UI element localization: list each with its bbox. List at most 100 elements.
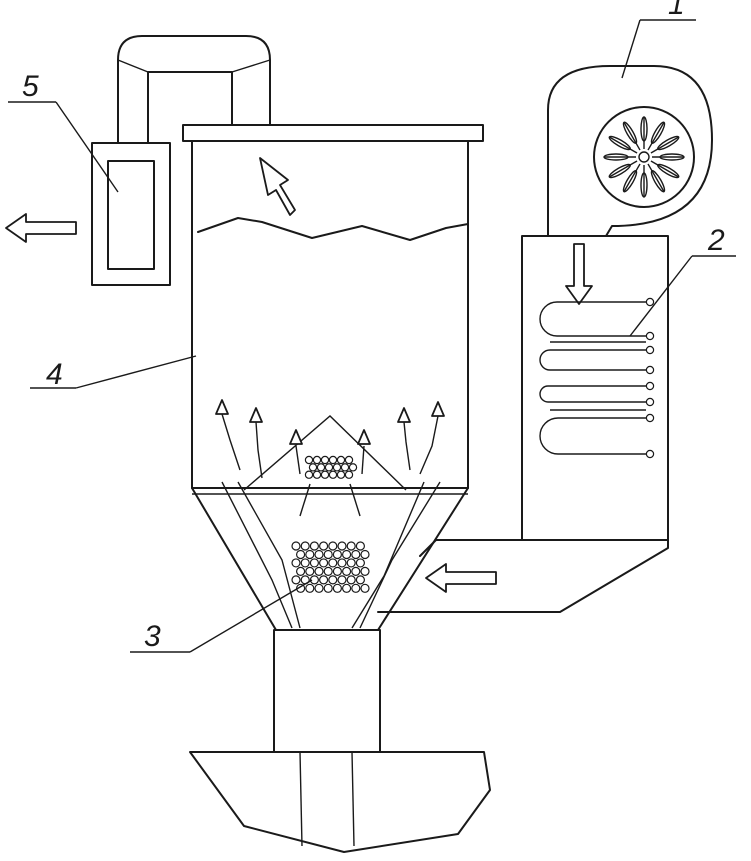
discharge-pipe (273, 629, 381, 753)
label-fan: 1 (668, 0, 685, 21)
ball-icon (340, 463, 350, 472)
air-arrow-icon (397, 407, 411, 423)
exhaust-duct-inner (147, 71, 233, 144)
fan-blade (647, 163, 665, 192)
fan-blade (623, 122, 641, 151)
ball-icon (337, 541, 347, 551)
ball-icon (355, 541, 365, 551)
fan-blade-shape (640, 116, 648, 142)
ball-icon (328, 558, 338, 568)
ball-icon (309, 541, 319, 551)
fan-blade (650, 136, 679, 154)
label-material-mass: 3 (144, 620, 161, 653)
fan-rotor (593, 106, 695, 208)
air-arrow-icon (249, 407, 263, 423)
coil-terminal (645, 331, 655, 341)
ball-icon (360, 549, 370, 560)
fan-blades-icon (603, 116, 685, 198)
ball-icon (328, 455, 338, 465)
ball-icon (314, 583, 324, 593)
ball-icon (314, 566, 324, 576)
coil-terminal (645, 345, 655, 355)
ball-icon (328, 575, 338, 585)
ball-icon (332, 583, 342, 593)
ball-icon (323, 583, 333, 593)
air-arrow-icon (215, 399, 229, 415)
ball-icon (309, 575, 319, 585)
air-arrow-icon (289, 429, 303, 445)
hopper-right-wall (377, 487, 469, 631)
ball-icon (320, 455, 330, 465)
fan-blade (650, 160, 679, 178)
ball-icon (291, 575, 301, 585)
ball-icon (342, 566, 352, 576)
ball-icon (332, 566, 342, 576)
heater (377, 235, 669, 613)
ball-icon (309, 558, 319, 568)
ball-icon (328, 541, 338, 551)
fan-blade-shape (622, 170, 638, 193)
fan-blade-shape (608, 163, 631, 179)
chamber-lid (182, 124, 484, 142)
ball-icon (337, 558, 347, 568)
ball-icon (320, 470, 330, 479)
coil-terminal (645, 365, 655, 375)
updraft-arrow-icon (259, 157, 296, 216)
heater-coil-icon (539, 297, 655, 459)
fan-blade-shape (659, 153, 685, 161)
dust-collector-filter (107, 160, 155, 270)
ball-icon (314, 549, 324, 560)
dust-collector-outer (91, 142, 171, 286)
ball-icon (304, 455, 314, 465)
ball-icon (312, 470, 322, 479)
fan-blade-shape (640, 172, 648, 198)
ball-icon (300, 541, 310, 551)
hopper-left-wall (191, 487, 277, 631)
ball-icon (351, 583, 361, 593)
ball-icon (328, 470, 338, 479)
heater-box (521, 235, 669, 541)
fan-blade (609, 160, 638, 178)
ball-icon (300, 558, 310, 568)
ball-icon (346, 541, 356, 551)
ball-icon (305, 566, 315, 576)
fan-blade (609, 136, 638, 154)
ball-icon (291, 541, 301, 551)
material-ball-cluster (291, 541, 370, 593)
upper-ball-cluster (304, 455, 358, 479)
ball-icon (305, 549, 315, 560)
ball-icon (336, 455, 346, 465)
ball-icon (351, 566, 361, 576)
hot-air-duct-lower (377, 539, 669, 613)
ball-icon (344, 455, 354, 465)
ball-icon (332, 549, 342, 560)
ball-icon (312, 455, 322, 465)
coil-terminal (645, 397, 655, 407)
distributor-roof (243, 415, 407, 491)
ball-icon (304, 470, 314, 479)
fan-blade-shape (657, 135, 680, 151)
ball-icon (316, 463, 326, 472)
ball-icon (324, 463, 334, 472)
air-arrow-icon (431, 401, 445, 417)
fan-blade (647, 122, 665, 151)
label-dust-collector: 5 (22, 70, 39, 103)
ball-icon (296, 549, 306, 560)
ball-icon (319, 541, 329, 551)
ball-icon (346, 558, 356, 568)
fan-blade-shape (657, 163, 680, 179)
air-arrow-icon (357, 429, 371, 445)
label-chamber: 4 (46, 358, 63, 391)
ball-icon (344, 470, 354, 479)
ball-icon (291, 558, 301, 568)
fan-blade-shape (650, 170, 666, 193)
hot-air-arrow-icon (565, 243, 593, 305)
coil-terminal (645, 413, 655, 423)
ball-icon (342, 583, 352, 593)
discharge-unit (189, 629, 491, 853)
ball-icon (308, 463, 318, 472)
drying-chamber (182, 124, 484, 631)
ball-icon (348, 463, 358, 472)
exhaust-arrow-icon (5, 213, 77, 243)
inlet-arrow-icon (425, 563, 497, 593)
